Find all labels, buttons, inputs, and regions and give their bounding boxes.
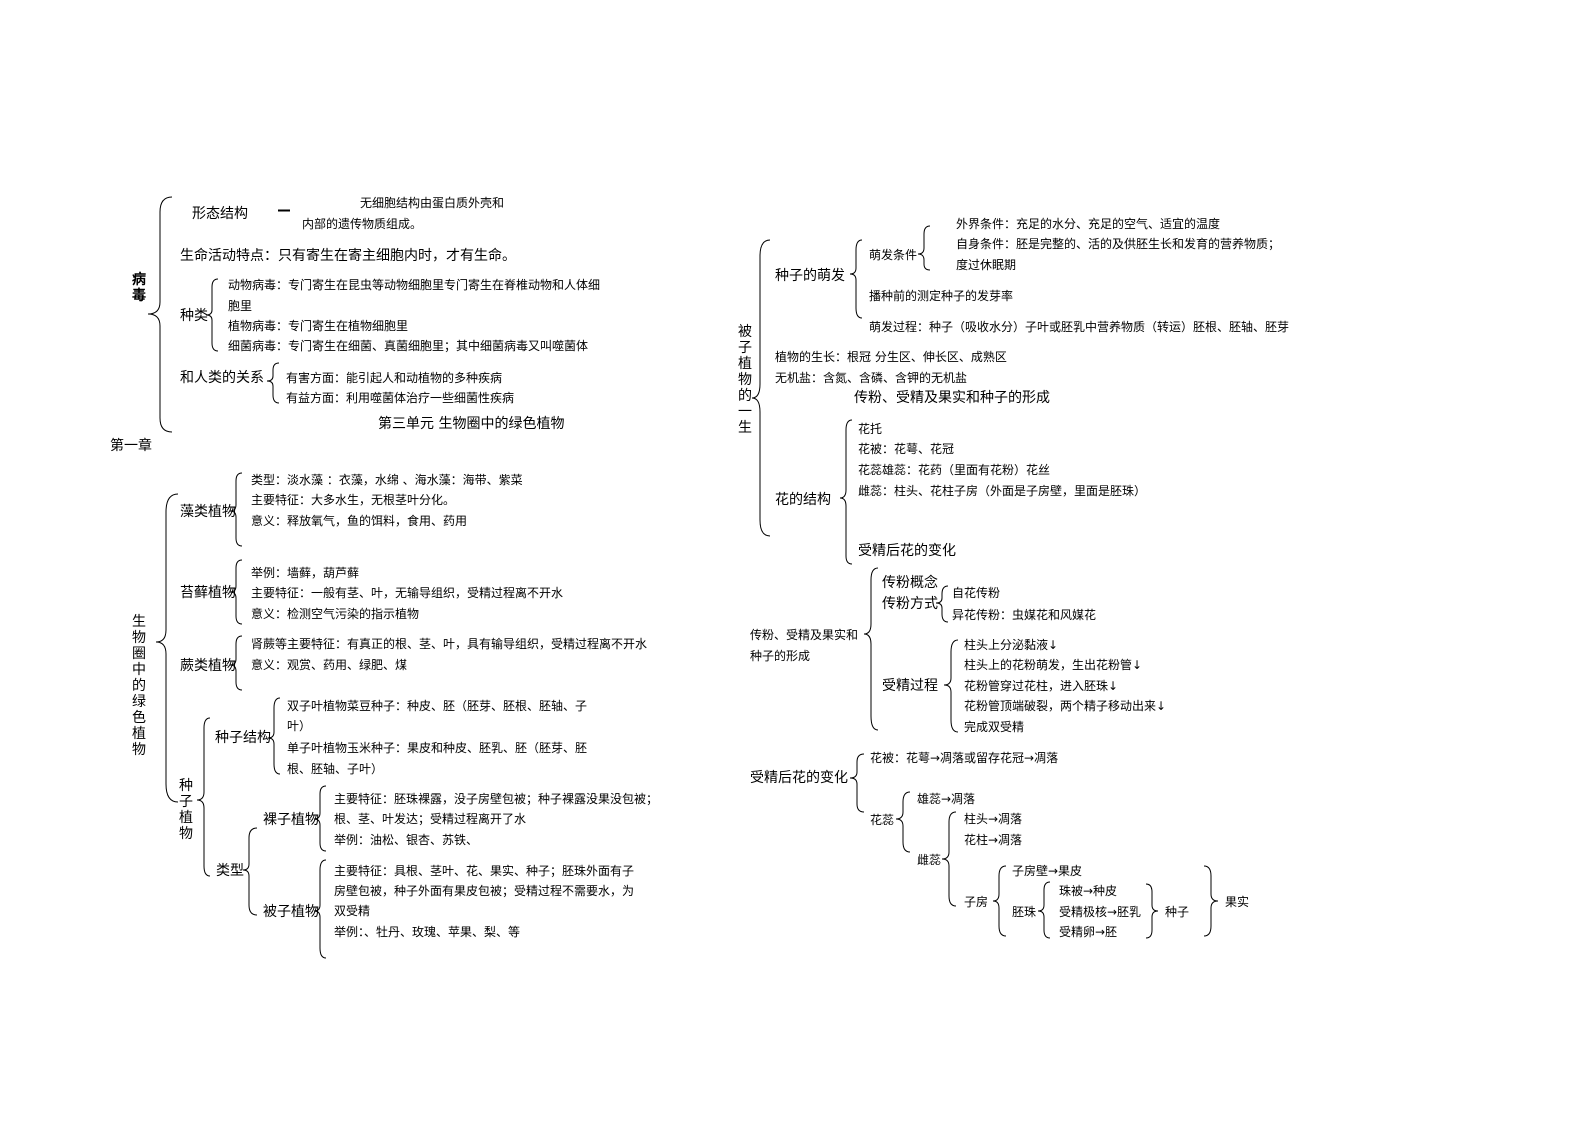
algae-meaning: 意义：释放氧气，鱼的饵料，食用、药用 <box>251 514 468 528</box>
pollination-concept: 传粉概念 <box>882 575 938 591</box>
fertilization-step: 柱头上的花粉萌发，生出花粉管↓ <box>964 658 1143 672</box>
pistil: 雌蕊：柱头、花柱子房（外面是子房壁，里面是胚珠） <box>858 484 1147 498</box>
external-conditions: 外界条件：充足的水分、充足的空气、适宜的温度 <box>956 217 1221 231</box>
germination-rate: 播种前的测定种子的发芽率 <box>869 289 1014 303</box>
angiosperm-label: 被子植物 <box>263 904 319 920</box>
egg-change: 受精卵→胚 <box>1059 925 1118 939</box>
germination-conditions: 萌发条件 <box>869 248 918 262</box>
pollination-title: 传粉、受精及果实和 <box>750 628 859 642</box>
harmful-aspect: 有害方面：能引起人和动植物的多种疾病 <box>286 371 503 385</box>
morphology-label: 形态结构 <box>192 206 248 222</box>
seed-plants-label: 种子植物 <box>179 778 193 842</box>
monocot-seed-cont: 根、胚轴、子叶） <box>287 762 384 776</box>
unit-title: 第三单元 生物圈中的绿色植物 <box>378 416 565 432</box>
animal-virus: 动物病毒：专门寄生在昆虫等动物细胞里专门寄生在脊椎动物和人体细 <box>228 278 601 292</box>
angiosperm-example: 举例：、牡丹、玫瑰、苹果、梨、等 <box>334 925 521 939</box>
dicot-seed: 双子叶植物菜豆种子：种皮、胚（胚芽、胚根、胚轴、子 <box>287 699 588 713</box>
dormancy: 度过休眠期 <box>956 258 1017 272</box>
stigma-change: 柱头→凋落 <box>964 812 1023 826</box>
fertilization-step: 柱头上分泌黏液↓ <box>964 638 1059 652</box>
seed-label: 种子 <box>1165 905 1190 919</box>
polar-nuclei-change: 受精极核→胚乳 <box>1059 905 1142 919</box>
virus-types-label: 种类 <box>180 308 208 324</box>
life-activity: 生命活动特点：只有寄生在寄主细胞内时，才有生命。 <box>180 248 516 264</box>
flower-changes-title: 受精后花的变化 <box>750 770 848 786</box>
moss-feature: 主要特征：一般有茎、叶，无输导组织，受精过程离不开水 <box>251 586 564 600</box>
receptacle: 花托 <box>858 422 883 436</box>
pollination-method: 传粉方式 <box>882 596 938 612</box>
fertilization-step: 花粉管顶端破裂，两个精子移动出来↓ <box>964 699 1167 713</box>
style-change: 花柱→凋落 <box>964 833 1023 847</box>
germination-process: 萌发过程：种子（吸收水分）子叶或胚乳中营养物质（转运）胚根、胚轴、胚芽 <box>869 320 1290 334</box>
female-label: 雌蕊 <box>917 853 942 867</box>
gymnosperm-label: 裸子植物 <box>263 812 319 828</box>
fertilization-label: 受精过程 <box>882 678 938 694</box>
pollination-heading: 传粉、受精及果实和种子的形成 <box>854 389 1052 409</box>
morphology-text-2: 内部的遗传物质组成。 <box>302 217 423 231</box>
perianth-change: 花被：花萼→凋落或留存花冠→凋落 <box>870 751 1059 765</box>
minerals: 无机盐：含氮、含磷、含钾的无机盐 <box>775 371 968 385</box>
monocot-seed: 单子叶植物玉米种子：果皮和种皮、胚乳、胚（胚芽、胚 <box>287 741 588 755</box>
algae-feature: 主要特征：大多水生，无根茎叶分化。 <box>251 493 456 507</box>
fertilization-step: 花粉管穿过花柱，进入胚珠↓ <box>964 679 1119 693</box>
ovary-label: 子房 <box>964 895 989 909</box>
perianth: 花被：花萼、花冠 <box>858 442 955 456</box>
plant-growth: 植物的生长：根冠 分生区、伸长区、成熟区 <box>775 350 1007 364</box>
angiosperm-life-title: 被子植物的一生 <box>738 324 752 436</box>
chapter-label: 第一章 <box>110 438 152 454</box>
moss-meaning: 意义：检测空气污染的指示植物 <box>251 607 420 621</box>
stamen-pistil-label: 花蕊 <box>870 813 895 827</box>
relation-label: 和人类的关系 <box>180 370 264 386</box>
dicot-seed-cont: 叶） <box>287 719 312 733</box>
cross-pollination: 异花传粉：虫媒花和风媒花 <box>952 608 1097 622</box>
algae-label: 藻类植物 <box>180 504 236 520</box>
gymnosperm-feature-cont: 根、茎、叶发达；受精过程离开了水 <box>334 812 527 826</box>
integument-change: 珠被→种皮 <box>1059 884 1118 898</box>
internal-conditions: 自身条件：胚是完整的、活的及供胚生长和发育的营养物质； <box>956 237 1281 251</box>
fern-meaning: 意义：观赏、药用、绿肥、煤 <box>251 658 408 672</box>
ovary-wall-change: 子房壁→果皮 <box>1012 864 1083 878</box>
self-pollination: 自花传粉 <box>952 586 1001 600</box>
fertilization-step: 完成双受精 <box>964 720 1025 734</box>
after-fertilization: 受精后花的变化 <box>858 543 956 559</box>
animal-virus-cont: 胞里 <box>228 299 253 313</box>
angiosperm-feature-cont2: 双受精 <box>334 904 371 918</box>
pollination-title-cont: 种子的形成 <box>750 649 811 663</box>
fern-label: 蕨类植物 <box>180 658 236 674</box>
stamen: 花蕊雄蕊：花药（里面有花粉）花丝 <box>858 463 1051 477</box>
algae-types: 类型：淡水藻 ：衣藻，水绵 、海水藻：海带、紫菜 <box>251 473 523 487</box>
male-change: 雄蕊→凋落 <box>917 792 976 806</box>
bacteriophage: 细菌病毒：专门寄生在细菌、真菌细胞里；其中细菌病毒又叫噬菌体 <box>228 339 589 353</box>
moss-label: 苔藓植物 <box>180 585 236 601</box>
fruit-label: 果实 <box>1225 895 1250 909</box>
seed-types-label: 类型 <box>216 863 244 879</box>
seed-structure-label: 种子结构 <box>215 730 271 746</box>
fern-feature: 肾蕨等主要特征：有真正的根、茎、叶，具有输导组织，受精过程离不开水 <box>251 637 648 651</box>
angiosperm-feature-cont: 房壁包被，种子外面有果皮包被；受精过程不需要水，为 <box>334 884 635 898</box>
angiosperm-feature: 主要特征：具根、茎叶、花、果实、种子；胚珠外面有子 <box>334 864 635 878</box>
gymnosperm-feature: 主要特征：胚珠裸露，没子房壁包被；种子裸露没果没包被； <box>334 792 659 806</box>
gymnosperm-example: 举例：油松、银杏、苏铁、 <box>334 833 479 847</box>
green-plants-title: 生物圈中的绿色植物 <box>132 614 146 758</box>
germination-label: 种子的萌发 <box>775 268 845 284</box>
beneficial-aspect: 有益方面：利用噬菌体治疗一些细菌性疾病 <box>286 391 515 405</box>
morphology-text-1: 无细胞结构由蛋白质外壳和 <box>360 196 505 210</box>
flower-structure-label: 花的结构 <box>775 492 831 508</box>
moss-example: 举例：墙藓，葫芦藓 <box>251 566 360 580</box>
plant-virus: 植物病毒：专门寄生在植物细胞里 <box>228 319 409 333</box>
virus-title: 病毒 <box>132 272 146 304</box>
ovule-label: 胚珠 <box>1012 905 1037 919</box>
